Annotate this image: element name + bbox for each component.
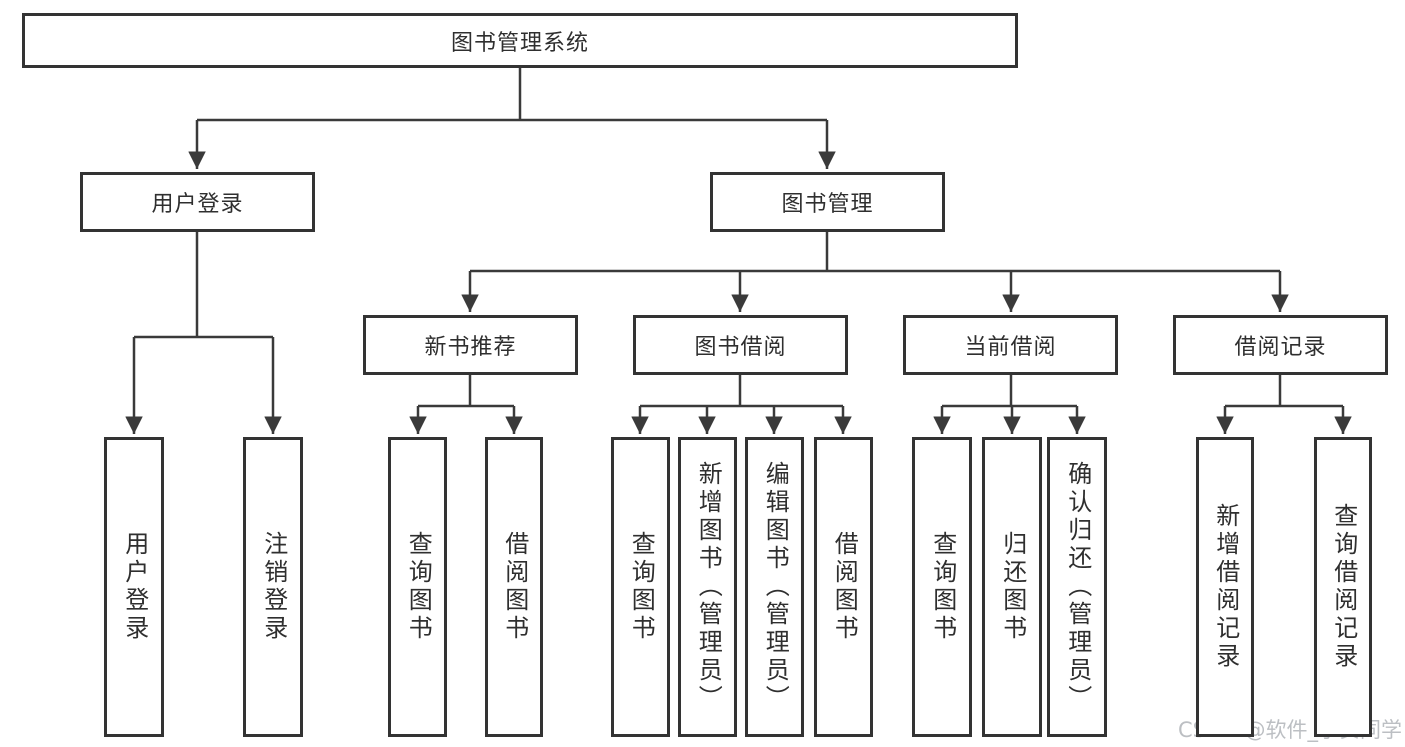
- connector-new-book-recommend-to-leaves: [409, 375, 523, 434]
- connector-book-borrowing-to-leaves: [631, 375, 852, 434]
- node-label: 归还图书: [998, 531, 1027, 643]
- node-bb-edit-books-admin: 编辑图书（管理员）: [745, 437, 804, 737]
- node-bb-query-books: 查询图书: [611, 437, 670, 737]
- node-current-borrowing: 当前借阅: [903, 315, 1118, 375]
- node-label: 新增图书（管理员）: [694, 461, 723, 713]
- node-nbr-borrow-books: 借阅图书: [485, 437, 543, 737]
- node-bb-borrow-books: 借阅图书: [814, 437, 873, 737]
- connector-book-mgmt-to-level3: [461, 232, 1289, 312]
- connector-current-borrowing-to-leaves: [933, 375, 1086, 434]
- node-label: 查询图书: [928, 531, 957, 643]
- node-label: 新增借阅记录: [1211, 503, 1240, 671]
- node-cb-query-books: 查询图书: [912, 437, 972, 737]
- node-book-borrowing: 图书借阅: [633, 315, 848, 375]
- node-label: 当前借阅: [964, 335, 1057, 360]
- node-label: 借阅图书: [830, 531, 859, 643]
- node-label: 图书借阅: [694, 335, 787, 360]
- node-label: 用户登录: [120, 531, 149, 643]
- connector-borrowing-records-to-leaves: [1216, 375, 1352, 434]
- node-nbr-query-books: 查询图书: [388, 437, 447, 737]
- node-label: 编辑图书（管理员）: [761, 461, 790, 713]
- node-label: 图书管理: [781, 192, 874, 217]
- node-book-management: 图书管理: [710, 172, 945, 232]
- node-label: 用户登录: [151, 192, 244, 217]
- node-cb-confirm-return-admin: 确认归还（管理员）: [1047, 437, 1107, 737]
- node-label: 借阅记录: [1234, 335, 1327, 360]
- node-label: 查询图书: [627, 531, 656, 643]
- node-label: 借阅图书: [500, 531, 529, 643]
- node-label: 新书推荐: [424, 335, 517, 360]
- connector-root-to-level2: [188, 68, 836, 169]
- node-bb-add-books-admin: 新增图书（管理员）: [678, 437, 737, 737]
- node-label: 确认归还（管理员）: [1063, 461, 1092, 713]
- connector-user-login-to-leaves: [125, 232, 282, 434]
- node-leaf-user-login: 用户登录: [104, 437, 164, 737]
- node-br-add-record: 新增借阅记录: [1196, 437, 1254, 737]
- node-cb-return-books: 归还图书: [982, 437, 1042, 737]
- node-book-management-system: 图书管理系统: [22, 13, 1018, 68]
- node-label: 查询图书: [404, 531, 433, 643]
- node-borrowing-records: 借阅记录: [1173, 315, 1388, 375]
- node-label: 注销登录: [259, 531, 288, 643]
- node-new-book-recommend: 新书推荐: [363, 315, 578, 375]
- node-br-query-record: 查询借阅记录: [1314, 437, 1372, 737]
- node-label: 图书管理系统: [450, 30, 589, 56]
- node-label: 查询借阅记录: [1329, 503, 1358, 671]
- node-user-login-branch: 用户登录: [80, 172, 315, 232]
- node-leaf-logout: 注销登录: [243, 437, 303, 737]
